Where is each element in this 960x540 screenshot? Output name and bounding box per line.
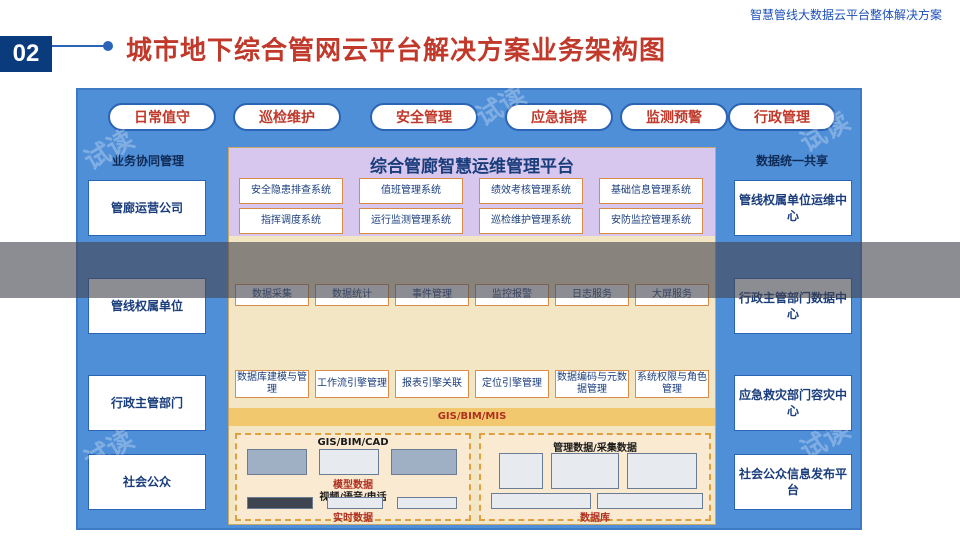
tab-daily-duty: 日常值守 (108, 103, 216, 131)
table-screen-image (627, 453, 697, 489)
module-operation-monitor: 运行监测管理系统 (359, 208, 463, 234)
gis-bim-mis-strip: GIS/BIM/MIS (229, 408, 715, 426)
telephone-image (397, 497, 457, 509)
right-box-owner-ops-center: 管线权属单位运维中心 (734, 180, 852, 236)
panel-management-data: 管理数据/采集数据 数据库 (479, 433, 711, 524)
center-platform: 综合管廊智慧运维管理平台 安全隐患排查系统 值班管理系统 绩效考核管理系统 基础… (228, 147, 716, 525)
platform-title: 综合管廊智慧运维管理平台 (370, 157, 574, 177)
panel-realtime-label: 实时数据 (333, 513, 373, 524)
engine-location: 定位引擎管理 (475, 370, 549, 398)
module-dispatch: 指挥调度系统 (239, 208, 343, 234)
module-hazard-check: 安全隐患排查系统 (239, 178, 343, 204)
panel-db-label: 数据库 (580, 513, 610, 524)
module-duty: 值班管理系统 (359, 178, 463, 204)
right-box-public-info: 社会公众信息发布平台 (734, 454, 852, 510)
chart-screen-image (551, 453, 619, 489)
header-dot-icon (103, 41, 113, 51)
section-number-badge: 02 (0, 36, 52, 72)
engine-database-modeling: 数据库建模与管理 (235, 370, 309, 398)
operator-image (327, 497, 383, 509)
left-box-admin-dept: 行政主管部门 (88, 375, 206, 431)
tab-safety: 安全管理 (370, 103, 478, 131)
overlay-banner-text: 管家婆澳门免费公开图,数据实施导向策略_GT81.863 (230, 16, 730, 40)
tab-monitoring: 监测预警 (620, 103, 728, 131)
mgmt-screen-image (499, 453, 543, 489)
panel-model-realtime: GIS/BIM/CAD 模型数据 视频/语音/电话 实时数据 (235, 433, 471, 524)
panel-gis-label: GIS/BIM/CAD (317, 437, 389, 448)
engine-report: 报表引擎关联 (395, 370, 469, 398)
tab-inspection: 巡检维护 (233, 103, 341, 131)
video-feed-image (247, 497, 313, 509)
document-subtitle: 智慧管线大数据云平台整体解决方案 (749, 8, 942, 22)
right-box-disaster-center: 应急救灾部门容灾中心 (734, 375, 852, 431)
collection-screen-image (491, 493, 591, 509)
right-column-heading: 数据统一共享 (755, 154, 828, 168)
left-column-heading: 业务协同管理 (111, 154, 184, 168)
cad-model-image (391, 449, 457, 475)
module-basic-info: 基础信息管理系统 (599, 178, 703, 204)
left-box-pipe-gallery-company: 管廊运营公司 (88, 180, 206, 236)
pipe-model-image (247, 449, 307, 475)
module-performance: 绩效考核管理系统 (479, 178, 583, 204)
panel-model-label: 模型数据 (333, 480, 373, 491)
tab-administration: 行政管理 (728, 103, 836, 131)
tab-emergency: 应急指挥 (505, 103, 613, 131)
architecture-diagram: 日常值守 巡检维护 安全管理 应急指挥 监测预警 行政管理 业务协同管理 管廊运… (76, 81, 862, 530)
engine-metadata: 数据编码与元数据管理 (555, 370, 629, 398)
bim-model-image (319, 449, 379, 475)
panel-mgmt-label: 管理数据/采集数据 (553, 443, 637, 454)
engine-workflow: 工作流引擎管理 (315, 370, 389, 398)
engine-permission: 系统权限与角色管理 (635, 370, 709, 398)
header-divider-line (52, 45, 107, 47)
overlay-banner (0, 242, 960, 298)
module-security-monitor: 安防监控管理系统 (599, 208, 703, 234)
database-table-image (597, 493, 703, 509)
left-box-public: 社会公众 (88, 454, 206, 510)
page-title: 城市地下综合管网云平台解决方案业务架构图 (126, 36, 667, 66)
module-inspection-maintenance: 巡检维护管理系统 (479, 208, 583, 234)
